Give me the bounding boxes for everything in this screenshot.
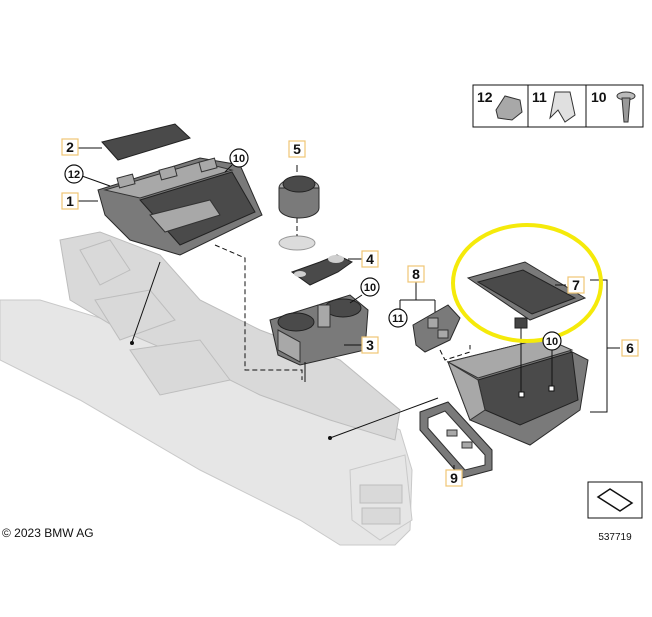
svg-text:10: 10 — [364, 282, 376, 294]
legend-item-12: 12 — [477, 89, 523, 121]
svg-text:9: 9 — [450, 470, 458, 486]
svg-text:10: 10 — [546, 336, 558, 348]
svg-text:5: 5 — [293, 141, 301, 157]
callout-7: 7 — [567, 276, 585, 294]
svg-text:11: 11 — [532, 89, 547, 105]
copyright-text: © 2023 BMW AG — [2, 526, 94, 540]
svg-text:10: 10 — [591, 89, 607, 105]
part-9-trim-frame — [419, 401, 493, 479]
svg-text:10: 10 — [233, 153, 245, 165]
callout-1: 1 — [61, 192, 79, 210]
callout-9: 9 — [445, 469, 463, 487]
svg-text:12: 12 — [477, 89, 493, 105]
part-7-box-mat — [466, 261, 587, 329]
part-1-tray-housing — [97, 157, 263, 256]
part-6-storage-box — [446, 337, 589, 446]
svg-text:3: 3 — [366, 337, 374, 353]
svg-text:4: 4 — [366, 251, 374, 267]
part-2-tray-mat — [101, 123, 191, 161]
part-5-cup-insert — [278, 175, 320, 219]
callout-10-tray: 10 — [229, 148, 249, 168]
center-console-body — [0, 231, 413, 546]
svg-text:7: 7 — [572, 277, 580, 293]
callout-11: 11 — [388, 308, 408, 328]
callout-8: 8 — [407, 265, 425, 283]
callout-4: 4 — [361, 250, 379, 268]
callout-12: 12 — [64, 164, 84, 184]
callout-6: 6 — [621, 339, 639, 357]
part-3-cup-holder — [269, 294, 369, 366]
part-8-bracket — [412, 304, 461, 353]
callout-10-cupholder: 10 — [360, 277, 380, 297]
legend-item-11: 11 — [532, 89, 576, 123]
reference-symbol: 537719 — [587, 481, 643, 543]
callout-10-box: 10 — [542, 331, 562, 351]
callout-5: 5 — [288, 140, 306, 158]
highlight-ellipse — [451, 223, 603, 343]
callout-2: 2 — [61, 138, 79, 156]
callout-3: 3 — [361, 336, 379, 354]
spring-clip-icon — [549, 91, 576, 123]
svg-text:1: 1 — [66, 193, 74, 209]
svg-text:12: 12 — [68, 169, 80, 181]
view-direction-icon — [596, 488, 634, 512]
clip-nut-icon — [495, 95, 523, 121]
fastener-legend: 12 11 10 — [472, 84, 644, 128]
reference-number: 537719 — [598, 532, 632, 543]
svg-text:11: 11 — [392, 313, 404, 325]
svg-text:2: 2 — [66, 139, 74, 155]
svg-text:8: 8 — [412, 266, 420, 282]
svg-text:6: 6 — [626, 340, 634, 356]
part-4-cup-mat — [290, 254, 353, 286]
cup-insert-disc — [278, 235, 316, 251]
screw-shank-icon — [621, 97, 631, 123]
legend-item-10: 10 — [591, 89, 636, 123]
